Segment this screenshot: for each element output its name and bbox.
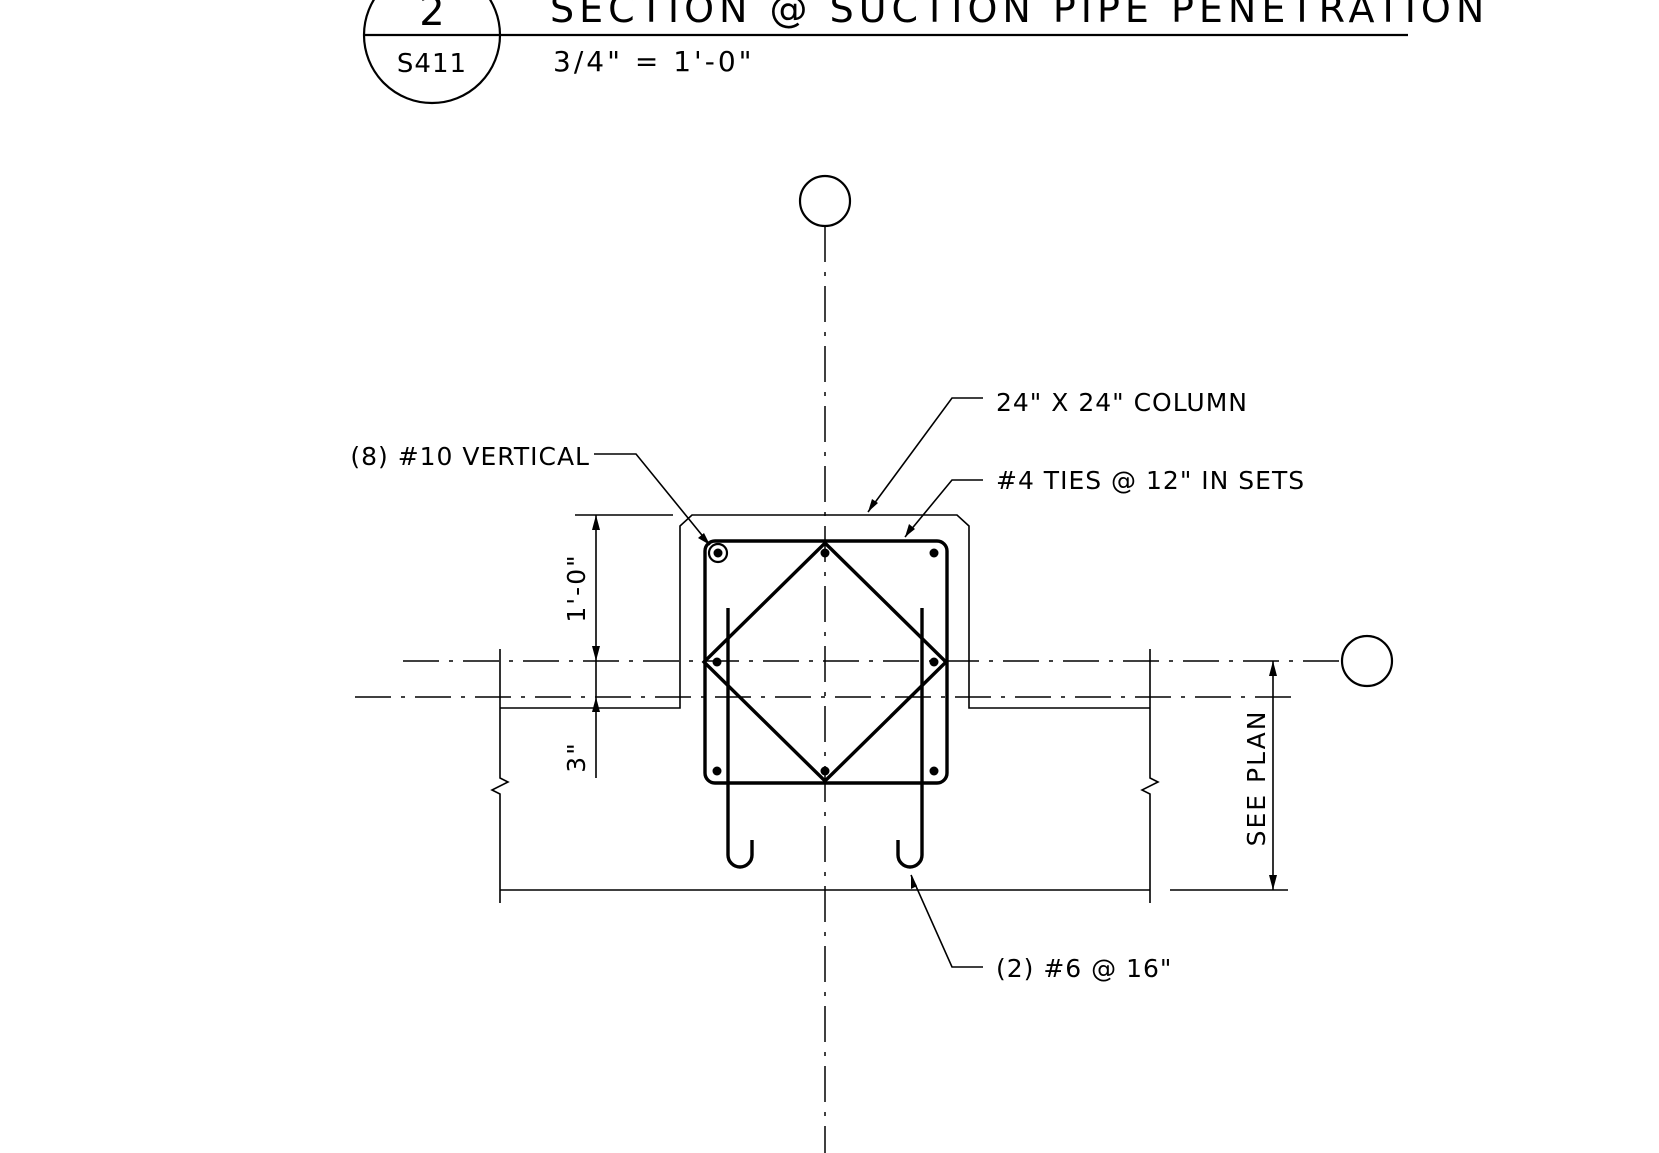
vertical-bar xyxy=(713,548,723,558)
dimension-depth: SEE PLAN xyxy=(1242,710,1271,847)
drawing-title: SECTION @ SUCTION PIPE PENETRATION xyxy=(550,0,1489,31)
outer-tie xyxy=(703,539,949,785)
hook-bar-right xyxy=(896,608,924,869)
vertical-bars-callout: (8) #10 VERTICAL xyxy=(350,442,590,471)
dim-arrow xyxy=(1269,661,1277,676)
diamond-tie xyxy=(701,540,949,784)
ties-leader xyxy=(904,479,983,538)
grid-bubble-right xyxy=(1340,634,1394,688)
column-leader-arrow xyxy=(868,499,878,512)
vertical-bar-callout-ring xyxy=(707,542,729,564)
vertical-bar xyxy=(820,766,830,776)
ties-leader-arrow xyxy=(905,524,915,537)
dimension-lower: 3" xyxy=(562,741,591,772)
concrete-outline xyxy=(490,514,1160,903)
slab-right-break xyxy=(1140,649,1160,903)
reinforcement xyxy=(701,539,949,869)
column-and-slab-outline xyxy=(500,514,1150,709)
dim-arrow xyxy=(592,515,600,530)
ties-callout: #4 TIES @ 12" IN SETS xyxy=(996,466,1305,495)
vertical-bar xyxy=(929,766,939,776)
callouts: 24" X 24" COLUMN #4 TIES @ 12" IN SETS (… xyxy=(350,388,1305,983)
drawing-scale: 3/4" = 1'-0" xyxy=(553,45,755,78)
vertical-bars-leader-arrow xyxy=(698,533,710,545)
vertical-bar xyxy=(712,766,722,776)
vertical-bar xyxy=(929,657,939,667)
detail-number: 2 xyxy=(419,0,444,35)
dimensions: 1'-0" 3" SEE PLAN xyxy=(562,514,1288,891)
hook-bars-leader-arrow xyxy=(911,875,917,889)
sheet-number: S411 xyxy=(397,49,467,79)
column-leader xyxy=(867,397,983,513)
title-block: 2 S411 SECTION @ SUCTION PIPE PENETRATIO… xyxy=(362,0,1489,105)
vertical-bar xyxy=(820,548,830,558)
hook-bars-callout: (2) #6 @ 16" xyxy=(996,954,1172,983)
vertical-bar xyxy=(712,657,722,667)
dimension-upper: 1'-0" xyxy=(562,553,591,622)
dim-arrow xyxy=(592,646,600,661)
vertical-bars-leader xyxy=(594,453,711,546)
slab-left-break xyxy=(490,649,510,903)
column-callout: 24" X 24" COLUMN xyxy=(996,388,1248,417)
hook-bar-left xyxy=(726,608,754,869)
dim-arrow xyxy=(1269,875,1277,890)
dim-arrow xyxy=(592,697,600,712)
hook-bars-leader xyxy=(910,874,983,968)
vertical-bar xyxy=(929,548,939,558)
grid-bubble-top xyxy=(798,174,852,228)
grid-lines xyxy=(355,174,1394,1153)
